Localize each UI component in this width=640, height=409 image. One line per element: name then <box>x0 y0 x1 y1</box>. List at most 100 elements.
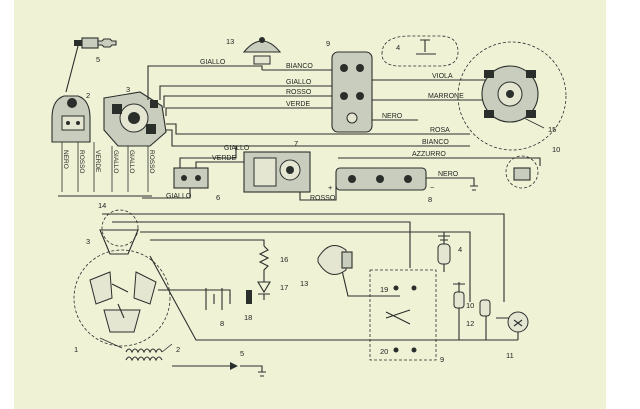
leader-1 <box>99 337 123 349</box>
bus-lamps <box>416 308 518 341</box>
callout-15: 15 <box>548 125 556 134</box>
label-nero-batt: NERO <box>438 171 459 178</box>
horn-icon <box>242 37 282 65</box>
bundle-label-2: ROSSO <box>78 150 85 173</box>
wire-bundle <box>58 142 152 197</box>
callout-5: 5 <box>96 55 100 64</box>
battery-minus-sign: − <box>430 183 435 192</box>
wire-verde-6 <box>195 161 244 168</box>
callout-4: 4 <box>396 43 400 52</box>
callout-b1: 1 <box>74 345 78 354</box>
lamp-10-icon <box>453 282 465 309</box>
fuse-holder-dashed <box>381 35 459 67</box>
switch-block-6-icon <box>173 167 209 189</box>
battery-icon <box>335 167 427 191</box>
fuse-18-icon <box>246 290 252 304</box>
wire-rosa <box>166 123 470 135</box>
label-rosso-mid: ROSSO <box>286 89 312 96</box>
bus-top <box>102 213 505 302</box>
label-nero-mid: NERO <box>382 113 403 120</box>
label-marrone: MARRONE <box>428 93 464 100</box>
callout-8: 8 <box>428 195 432 204</box>
label-viola: VIOLA <box>432 73 453 80</box>
wire-giallo-to-horn <box>147 65 263 100</box>
callout-b20: 20 <box>380 347 388 356</box>
label-bianco-right: BIANCO <box>422 139 449 146</box>
callout-14: 14 <box>98 201 106 210</box>
label-azzurro: AZZURRO <box>412 151 446 158</box>
label-bianco-top: BIANCO <box>286 63 313 70</box>
label-giallo-6a: GIALLO <box>224 145 250 152</box>
callout-b5: 5 <box>240 349 244 358</box>
callout-b3: 3 <box>86 237 90 246</box>
bundle-label-1: NERO <box>62 150 69 169</box>
fuse-icon <box>416 39 436 55</box>
wire-giallo-6b <box>142 188 191 199</box>
bus-horn <box>339 261 400 297</box>
resistor-16-icon <box>258 245 270 274</box>
callout-2: 2 <box>86 91 90 100</box>
switch-9-contacts-icon <box>385 285 417 353</box>
callout-b13: 13 <box>300 279 308 288</box>
spark-gap-icon <box>230 362 238 370</box>
spark-lead-bottom <box>172 365 266 377</box>
callout-3: 3 <box>126 85 130 94</box>
wire-rosso-mid <box>163 95 332 108</box>
bus-3 <box>140 231 471 302</box>
magneto-stator-icon <box>103 91 167 147</box>
flywheel-outline <box>457 41 567 151</box>
horn-bottom-icon <box>317 245 353 275</box>
label-giallo-top: GIALLO <box>200 59 226 66</box>
ignition-coil-icon <box>51 95 91 143</box>
label-rosso-bottom: ROSSO <box>310 195 336 202</box>
callout-b4: 4 <box>458 245 462 254</box>
ground-4 <box>436 231 452 241</box>
callout-b9: 9 <box>440 355 444 364</box>
regulator-9-icon <box>331 51 373 133</box>
callout-10: 10 <box>552 145 560 154</box>
callout-b2: 2 <box>176 345 180 354</box>
leader-2 <box>161 343 173 353</box>
bundle-label-6: ROSSO <box>148 150 155 173</box>
callout-13: 13 <box>226 37 234 46</box>
headlamp-11-icon <box>496 311 529 340</box>
label-verde-mid: VERDE <box>286 101 310 108</box>
battery-bottom-icon <box>205 288 231 310</box>
bus-regulator <box>150 239 265 246</box>
fuse-4-icon <box>437 232 451 272</box>
label-rosa: ROSA <box>430 127 450 134</box>
tail-lamp-icon <box>513 167 531 181</box>
bus-low <box>149 255 416 341</box>
wire-rosso-bottom <box>299 186 337 201</box>
label-giallo-mid: GIALLO <box>286 79 312 86</box>
bundle-label-4: GIALLO <box>112 150 119 173</box>
callout-b17: 17 <box>280 283 288 292</box>
battery-plus-sign: + <box>328 183 333 192</box>
label-giallo-6b: GIALLO <box>166 193 192 200</box>
wire-giallo-mid <box>159 85 332 100</box>
callout-b10: 10 <box>466 301 474 310</box>
callout-b16: 16 <box>280 255 288 264</box>
tail-lamp-outline <box>505 155 539 189</box>
callout-b18: 18 <box>244 313 252 322</box>
callout-b8: 8 <box>220 319 224 328</box>
hv-lead-plug <box>65 45 79 93</box>
coil-bottom-icon <box>125 348 163 362</box>
switch-9-outline <box>369 269 437 361</box>
wire-giallo-6 <box>179 146 237 168</box>
bundle-label-5: GIALLO <box>128 150 135 173</box>
callout-6: 6 <box>216 193 220 202</box>
callout-7: 7 <box>294 139 298 148</box>
diode-17-icon <box>257 274 271 300</box>
stator-upper-outline <box>101 209 139 247</box>
wire-verde-mid <box>165 107 332 116</box>
spark-plug-icon <box>74 37 117 49</box>
bus-2 <box>112 221 411 268</box>
callout-b12: 12 <box>466 319 474 328</box>
lamp-12-icon <box>479 299 491 317</box>
bundle-label-3: VERDE <box>94 150 101 173</box>
rectifier-7-icon <box>243 151 311 193</box>
flywheel-magneto-icon <box>481 65 539 123</box>
callout-9: 9 <box>326 39 330 48</box>
